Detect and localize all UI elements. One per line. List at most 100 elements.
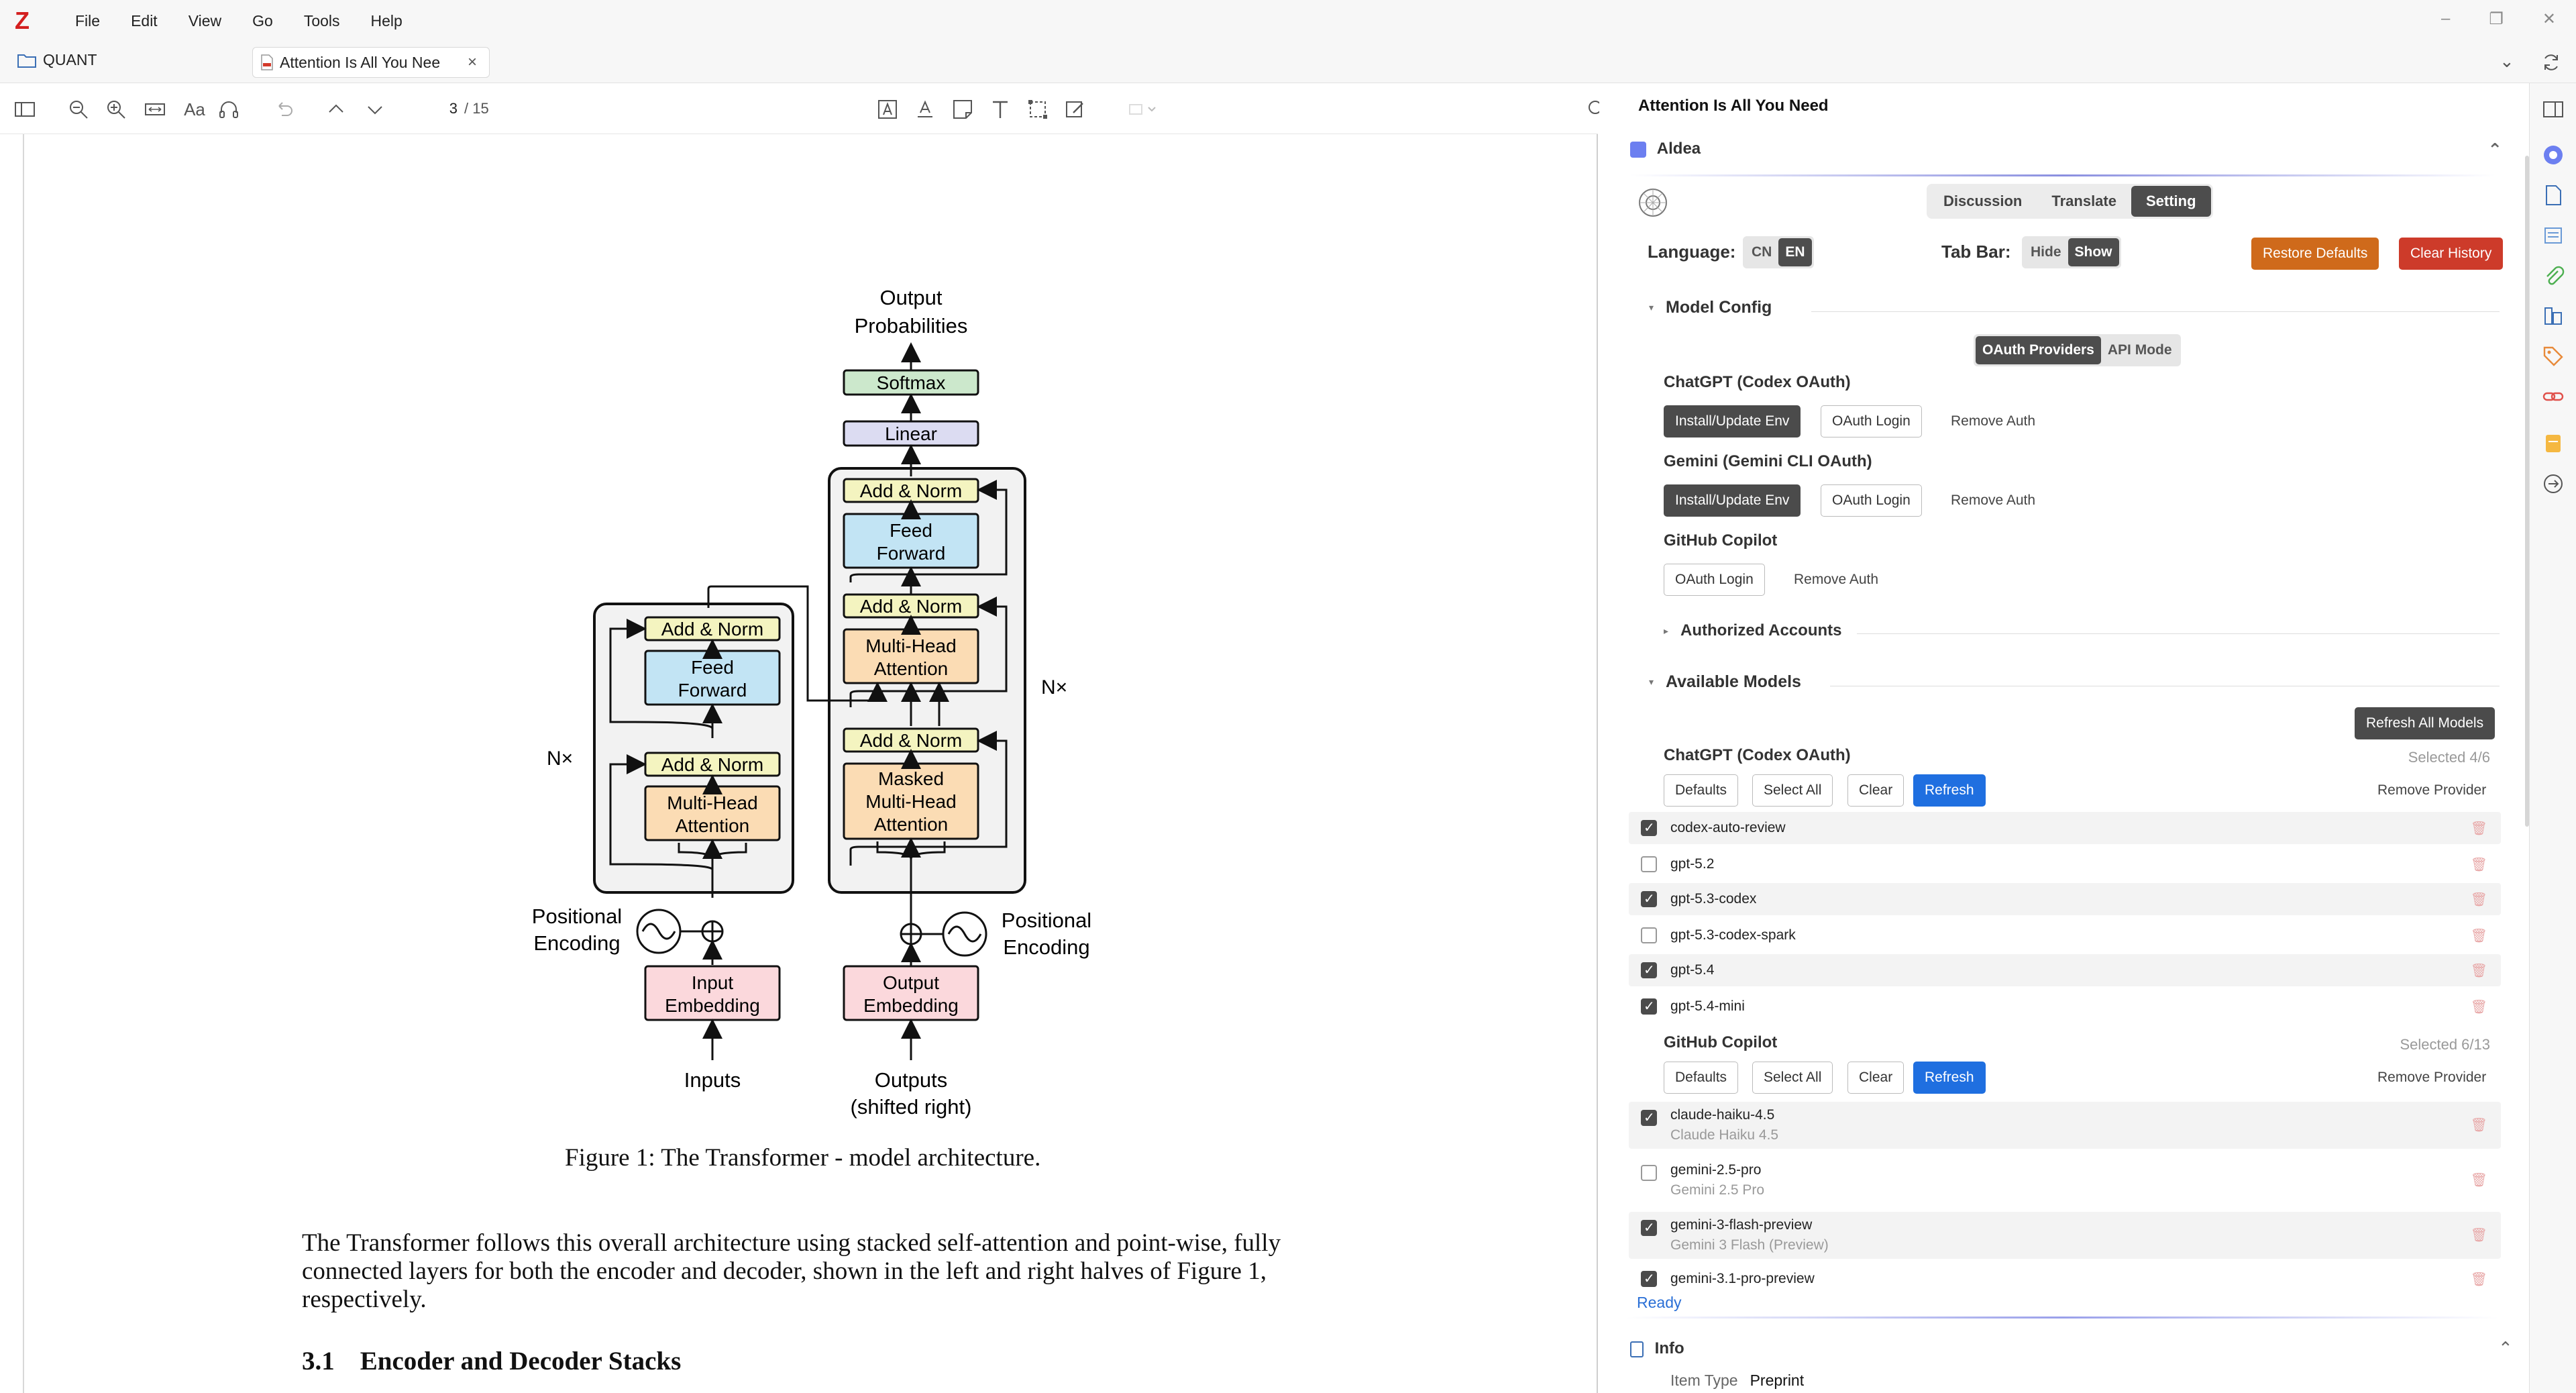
zoom-out-icon[interactable] — [67, 98, 90, 121]
aldea-nav-icon[interactable] — [2542, 144, 2565, 166]
trash-icon[interactable]: 🗑 — [2470, 858, 2487, 872]
trash-icon[interactable]: 🗑 — [2470, 1272, 2487, 1287]
chatgpt-defaults-button[interactable]: Defaults — [1664, 774, 1739, 807]
tags-nav-icon[interactable] — [2542, 345, 2565, 368]
copilot-clear-button[interactable]: Clear — [1847, 1062, 1904, 1094]
page-number-input[interactable]: 3 — [449, 100, 458, 117]
model-row[interactable]: gpt-5.4-mini🗑 — [1629, 990, 2501, 1023]
model-checkbox[interactable] — [1641, 890, 1657, 907]
close-window-button[interactable]: ✕ — [2542, 10, 2556, 28]
document-tab[interactable]: Attention Is All You Nee × — [252, 47, 490, 78]
model-checkbox[interactable] — [1641, 927, 1657, 943]
clear-history-button[interactable]: Clear History — [2399, 238, 2504, 270]
tabbar-show[interactable]: Show — [2068, 238, 2119, 266]
menu-help[interactable]: Help — [370, 11, 402, 30]
note-icon[interactable] — [951, 98, 974, 121]
headphones-icon[interactable] — [217, 98, 240, 121]
related-nav-icon[interactable] — [2542, 385, 2565, 408]
chatgpt-oauth-login-button[interactable]: OAuth Login — [1821, 405, 1922, 437]
libraries-nav-icon[interactable] — [2542, 305, 2565, 327]
mode-api[interactable]: API Mode — [2107, 342, 2172, 358]
model-row[interactable]: gpt-5.4🗑 — [1629, 954, 2501, 986]
next-page-icon[interactable] — [364, 98, 386, 121]
model-row[interactable]: gemini-3.1-pro-preview🗑 — [1629, 1267, 2501, 1290]
tabbar-hide[interactable]: Hide — [2031, 244, 2061, 260]
zoom-in-icon[interactable] — [105, 98, 127, 121]
fit-width-icon[interactable] — [144, 98, 166, 121]
copilot-defaults-button[interactable]: Defaults — [1664, 1062, 1739, 1094]
model-checkbox[interactable] — [1641, 1109, 1657, 1126]
model-checkbox[interactable] — [1641, 856, 1657, 872]
chatgpt-install-button[interactable]: Install/Update Env — [1664, 405, 1801, 437]
select-area-icon[interactable] — [1026, 98, 1049, 121]
copilot-remove-auth-link[interactable]: Remove Auth — [1794, 572, 1879, 587]
model-row[interactable]: gpt-5.2🗑 — [1629, 848, 2501, 880]
minimize-button[interactable]: – — [2441, 9, 2451, 28]
notes-nav-icon[interactable] — [2542, 432, 2565, 455]
attachments-nav-icon[interactable] — [2542, 264, 2565, 287]
trash-icon[interactable]: 🗑 — [2470, 1173, 2487, 1188]
available-models-header[interactable]: ▾Available Models — [1649, 672, 1801, 692]
mode-oauth[interactable]: OAuth Providers — [1976, 336, 2101, 364]
highlight-text-icon[interactable] — [876, 98, 899, 121]
model-checkbox[interactable] — [1641, 1270, 1657, 1287]
locate-nav-icon[interactable] — [2542, 472, 2565, 495]
trash-icon[interactable]: 🗑 — [2470, 964, 2487, 978]
pane-scrollbar[interactable] — [2525, 156, 2529, 827]
menu-file[interactable]: File — [75, 11, 101, 30]
gemini-install-button[interactable]: Install/Update Env — [1664, 484, 1801, 517]
chatgpt-clear-button[interactable]: Clear — [1847, 774, 1904, 807]
trash-icon[interactable]: 🗑 — [2470, 892, 2487, 907]
tab-discussion[interactable]: Discussion — [1943, 193, 2023, 209]
previous-page-icon[interactable] — [325, 98, 347, 121]
trash-icon[interactable]: 🗑 — [2470, 1118, 2487, 1133]
trash-icon[interactable]: 🗑 — [2470, 929, 2487, 943]
model-checkbox[interactable] — [1641, 819, 1657, 836]
language-en[interactable]: EN — [1778, 238, 1812, 266]
library-tab[interactable]: QUANT — [17, 51, 97, 69]
model-row[interactable]: codex-auto-review🗑 — [1629, 812, 2501, 844]
model-checkbox[interactable] — [1641, 1219, 1657, 1236]
chevron-down-icon[interactable]: ⌄ — [2500, 51, 2514, 71]
copilot-oauth-login-button[interactable]: OAuth Login — [1664, 564, 1765, 596]
refresh-all-models-button[interactable]: Refresh All Models — [2355, 707, 2496, 739]
sidebar-toggle-icon[interactable] — [13, 98, 36, 121]
draw-icon[interactable] — [1064, 98, 1087, 121]
model-row[interactable]: gpt-5.3-codex🗑 — [1629, 883, 2501, 915]
copilot-select-all-button[interactable]: Select All — [1752, 1062, 1833, 1094]
menu-tools[interactable]: Tools — [303, 11, 340, 30]
toggle-pane-icon[interactable] — [2542, 98, 2565, 121]
language-cn[interactable]: CN — [1752, 244, 1772, 260]
aldea-section-header[interactable]: Aldea ⌃ — [1630, 140, 2502, 169]
copilot-refresh-button[interactable]: Refresh — [1913, 1062, 1986, 1094]
menu-edit[interactable]: Edit — [131, 11, 158, 30]
trash-icon[interactable]: 🗑 — [2470, 1228, 2487, 1243]
tab-translate[interactable]: Translate — [2051, 193, 2116, 209]
chatgpt-refresh-button[interactable]: Refresh — [1913, 774, 1986, 807]
close-tab-icon[interactable]: × — [468, 53, 478, 71]
model-checkbox[interactable] — [1641, 998, 1657, 1015]
trash-icon[interactable]: 🗑 — [2470, 821, 2487, 836]
text-size-icon[interactable]: Aa — [184, 99, 205, 119]
menu-view[interactable]: View — [188, 11, 222, 30]
undo-icon[interactable] — [272, 98, 295, 121]
copilot-remove-provider-link[interactable]: Remove Provider — [2377, 1070, 2487, 1085]
chatgpt-select-all-button[interactable]: Select All — [1752, 774, 1833, 807]
chatgpt-remove-auth-link[interactable]: Remove Auth — [1951, 413, 2036, 429]
underline-text-icon[interactable] — [914, 98, 936, 121]
color-picker-icon[interactable] — [1127, 98, 1161, 121]
model-checkbox[interactable] — [1641, 962, 1657, 978]
tab-setting[interactable]: Setting — [2131, 186, 2211, 217]
menu-go[interactable]: Go — [252, 11, 273, 30]
info-nav-icon[interactable] — [2542, 184, 2565, 207]
restore-defaults-button[interactable]: Restore Defaults — [2251, 238, 2379, 270]
model-row[interactable]: gpt-5.3-codex-spark🗑 — [1629, 919, 2501, 951]
maximize-button[interactable]: ❐ — [2489, 10, 2504, 28]
info-collapse-icon[interactable]: ⌃ — [2498, 1338, 2513, 1358]
info-section-header[interactable]: Info — [1630, 1339, 1684, 1358]
trash-icon[interactable]: 🗑 — [2470, 1000, 2487, 1015]
chatgpt-remove-provider-link[interactable]: Remove Provider — [2377, 782, 2487, 798]
abstract-nav-icon[interactable] — [2542, 224, 2565, 247]
